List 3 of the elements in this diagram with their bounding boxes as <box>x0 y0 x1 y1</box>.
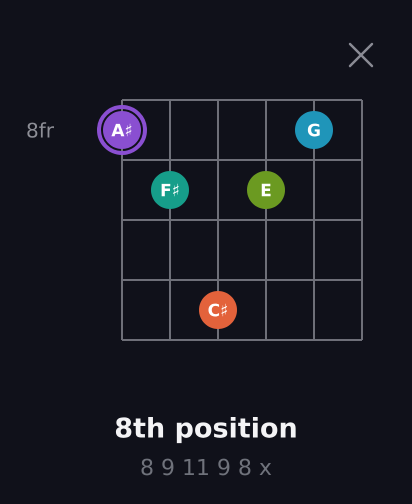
title: 8th position <box>116 416 296 444</box>
fret-numbers: 8 9 11 9 8 x <box>142 458 272 476</box>
fret-label: 8fr <box>27 122 54 138</box>
